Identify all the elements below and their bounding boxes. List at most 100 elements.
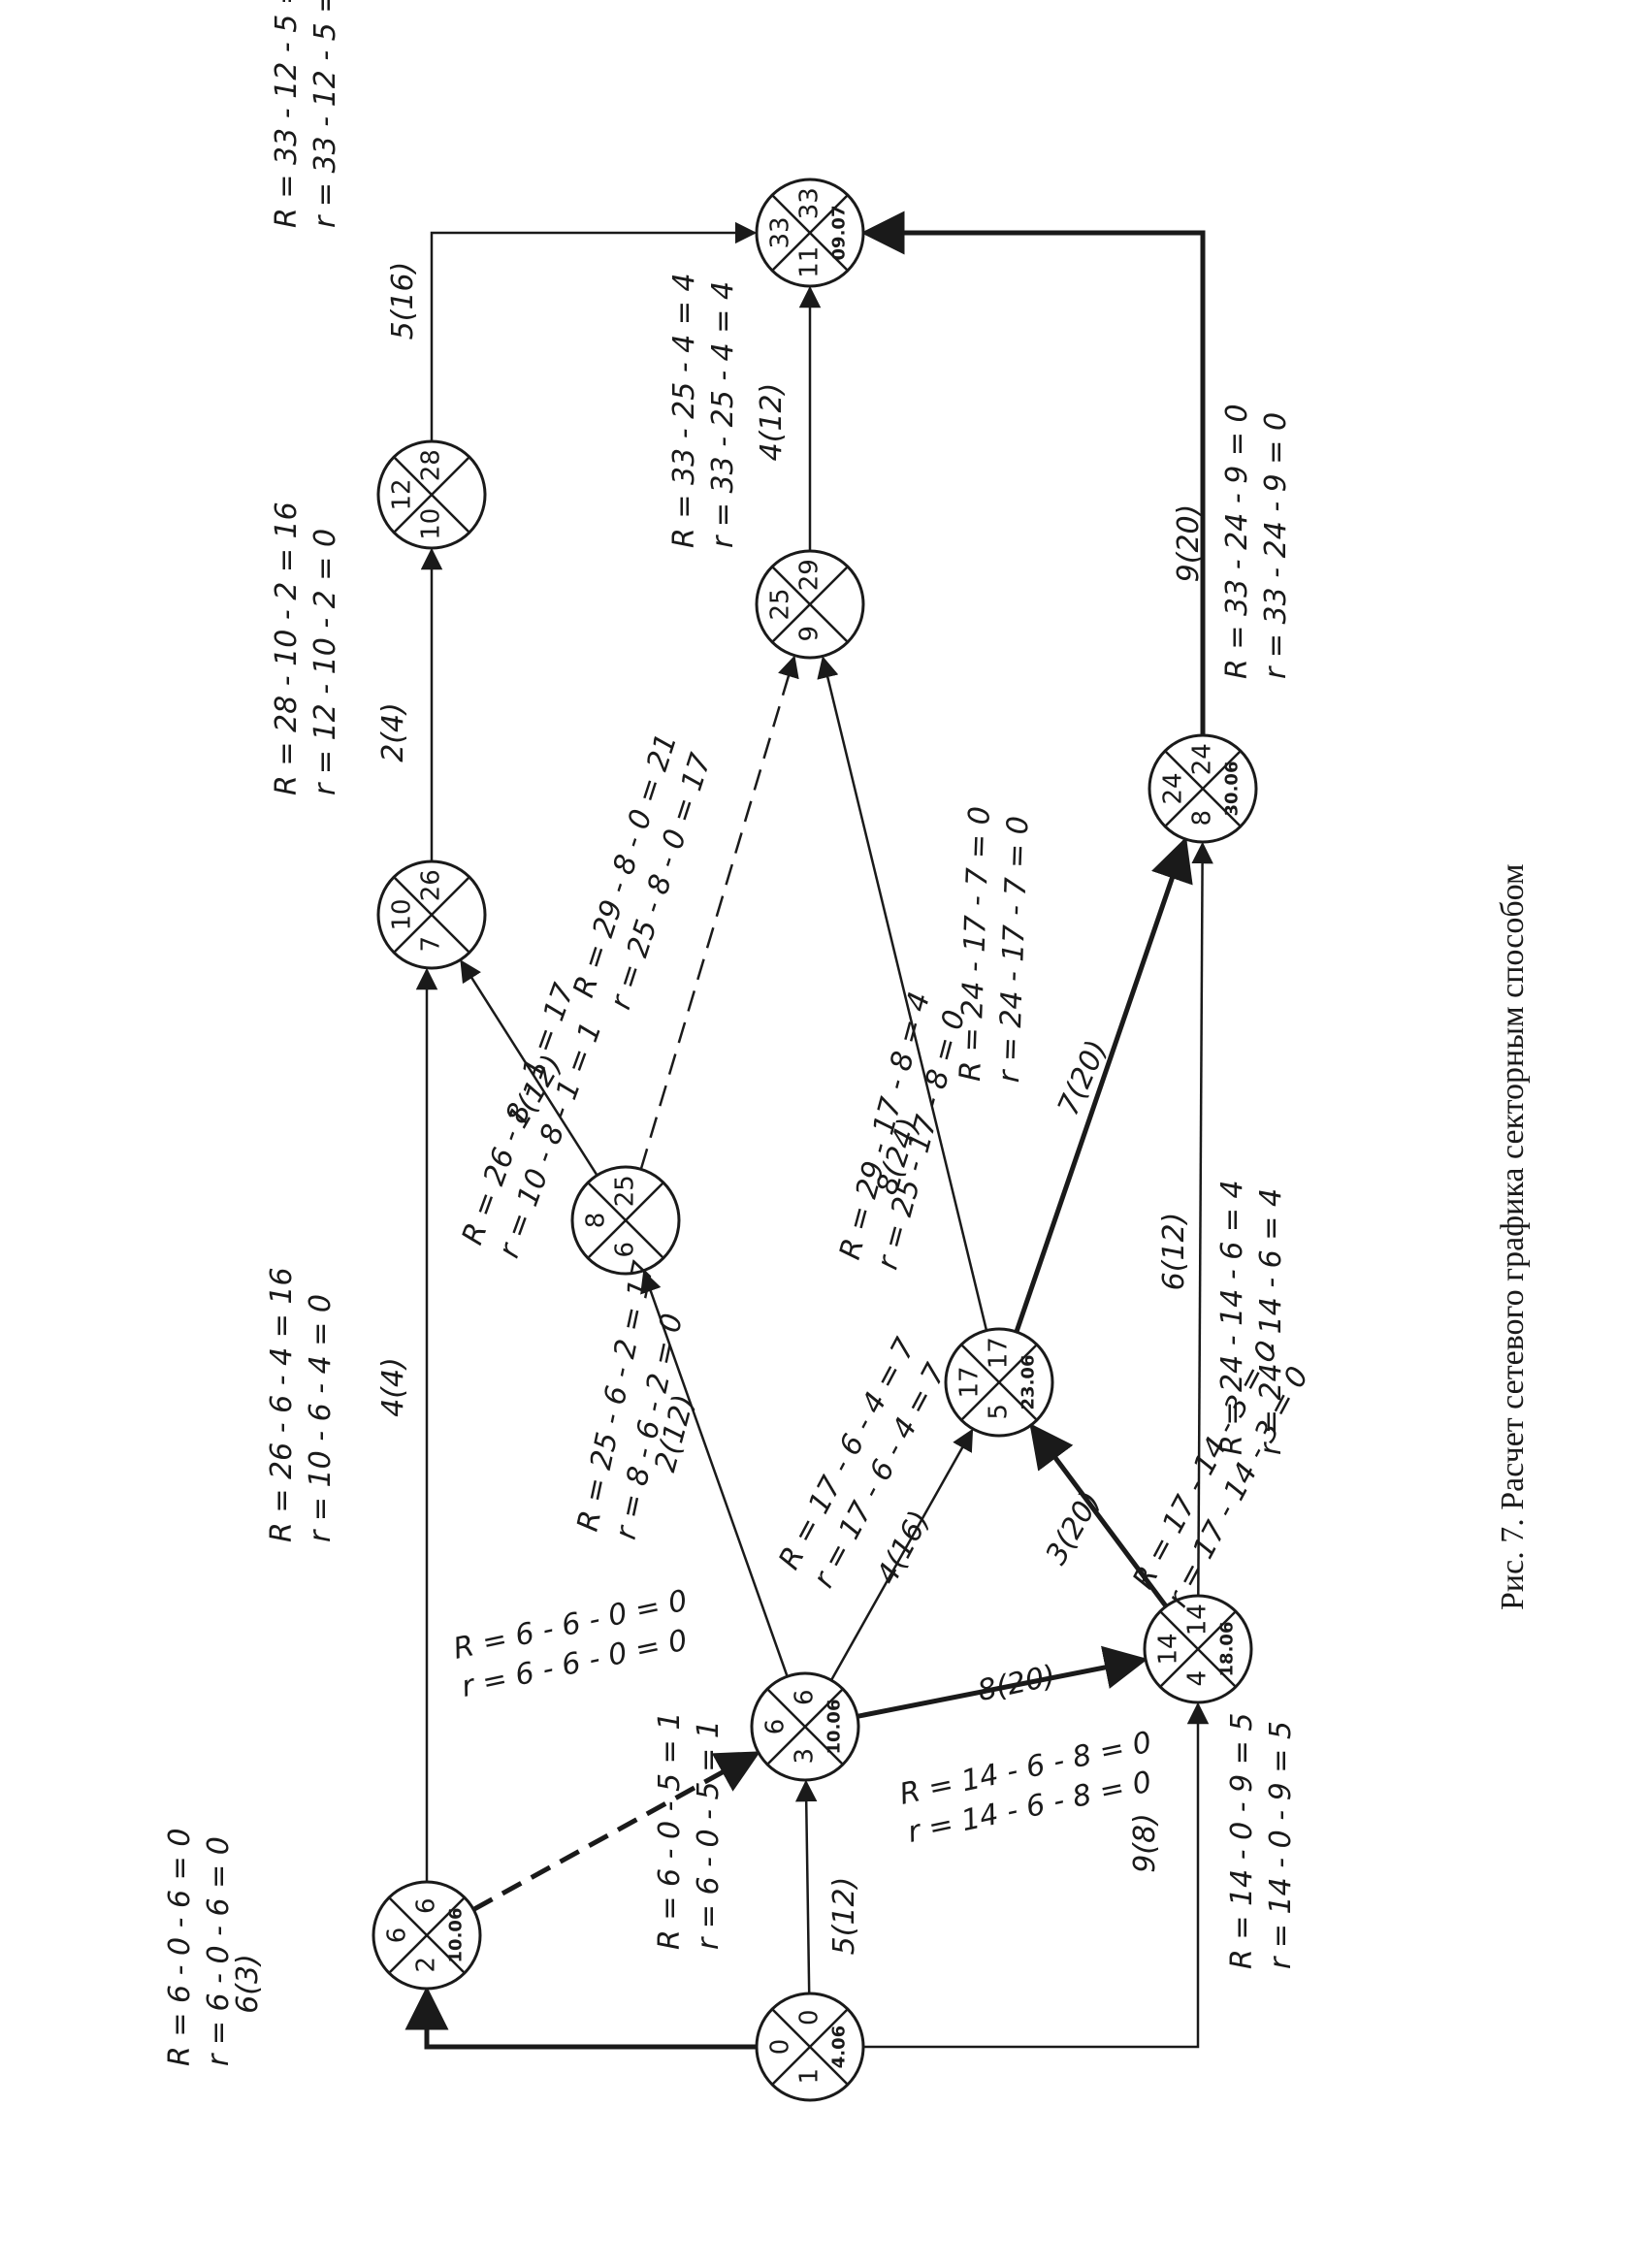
- free-float-formula: r = 24 - 14 - 6 = 4: [1254, 1188, 1288, 1455]
- edge-label-1-3: 5(12): [827, 1877, 861, 1956]
- node-sector-left: 2: [412, 1957, 441, 1973]
- reserve-annotation-e3-5: R = 17 - 6 - 4 = 7r = 17 - 6 - 4 = 7: [772, 1333, 953, 1594]
- node-sector-bottom: 18.06: [1216, 1622, 1237, 1677]
- figure-caption: Рис. 7. Расчет сетевого графика секторны…: [1495, 864, 1531, 1611]
- free-float-formula: r = 14 - 0 - 9 = 5: [1264, 1721, 1298, 1969]
- total-float-formula: R = 33 - 24 - 9 = 0: [1220, 404, 1254, 679]
- free-float-formula: r = 33 - 12 - 5 = 16: [308, 0, 342, 228]
- edge-label-1-2: 6(3): [231, 1954, 265, 2014]
- edge-label-2-7: 4(4): [376, 1357, 410, 1417]
- edge-5-9: [817, 656, 988, 1331]
- edge-5-8: [1014, 836, 1193, 1333]
- edge-label-9-11: 4(12): [755, 383, 789, 462]
- sector-divider: [1159, 1610, 1237, 1688]
- edge-label-3-4: 8(20): [975, 1659, 1058, 1708]
- reserve-annotation-e3-4: R = 14 - 6 - 8 = 0r = 14 - 6 - 8 = 0: [896, 1726, 1154, 1850]
- sector-divider: [1164, 750, 1242, 827]
- edge-label-1-4: 9(8): [1128, 1813, 1162, 1873]
- node-sector-top: 14: [1153, 1633, 1182, 1665]
- node-sector-top: 6: [760, 1719, 790, 1735]
- free-float-formula: r = 6 - 0 - 6 = 0: [202, 1836, 236, 2066]
- total-float-formula: R = 26 - 6 - 4 = 16: [265, 1267, 299, 1542]
- reserve-annotation-e5-8: R = 24 - 17 - 7 = 0r = 24 - 17 - 7 = 0: [954, 806, 1036, 1084]
- node-sector-top: 24: [1158, 772, 1187, 804]
- node-sector-top: 33: [765, 216, 794, 248]
- node-sector-right: 6: [412, 1897, 441, 1914]
- node-sector-top: 8: [581, 1213, 610, 1229]
- node-sector-top: 12: [387, 478, 416, 510]
- edge-3-6: [640, 1270, 789, 1677]
- edge-4-5: [1029, 1423, 1169, 1608]
- node-sector-left: 4: [1183, 1670, 1212, 1687]
- edge-1-3: [794, 1779, 818, 1994]
- free-float-formula: r = 24 - 17 - 7 = 0: [992, 816, 1036, 1084]
- free-float-formula: r = 12 - 10 - 2 = 0: [308, 529, 342, 795]
- node-sector-right: 28: [417, 449, 446, 481]
- node-sector-right: 0: [795, 2009, 824, 2025]
- node-sector-right: 33: [795, 187, 824, 219]
- sector-divider: [587, 1182, 664, 1259]
- node-sector-top: 25: [765, 588, 794, 620]
- edge-label-8-11: 9(20): [1172, 504, 1206, 583]
- node-sector-right: 24: [1188, 743, 1217, 775]
- sector-divider: [771, 194, 849, 272]
- total-float-formula: R = 6 - 0 - 6 = 0: [163, 1829, 197, 2066]
- total-float-formula: R = 6 - 0 - 5 = 1: [653, 1712, 687, 1950]
- free-float-formula: r = 10 - 6 - 4 = 0: [304, 1294, 338, 1542]
- edge-label-7-10: 2(4): [376, 702, 410, 762]
- free-float-formula: r = 33 - 25 - 4 = 4: [706, 281, 740, 548]
- node-sector-bottom: 09.07: [828, 206, 849, 261]
- node-sector-right: 29: [795, 559, 824, 591]
- edge-label-4-8: 6(12): [1157, 1213, 1191, 1291]
- edge-6-9: [639, 655, 799, 1170]
- sector-divider: [393, 456, 470, 534]
- node-sector-top: 10: [387, 898, 416, 930]
- sector-divider: [771, 2008, 849, 2086]
- sector-divider: [960, 1344, 1038, 1421]
- edges-layer: [404, 211, 1213, 2050]
- sector-divider: [388, 1896, 466, 1974]
- reserve-annotation-e6-9: R = 29 - 8 - 0 = 21r = 25 - 8 - 0 = 17: [566, 729, 718, 1014]
- edge-4-8: [1191, 841, 1213, 1597]
- node-sector-right: 6: [791, 1689, 820, 1705]
- total-float-formula: R = 14 - 0 - 9 = 5: [1225, 1713, 1259, 1970]
- node-sector-left: 9: [795, 626, 824, 642]
- node-sector-left: 5: [985, 1404, 1014, 1420]
- reserve-annotation-e2-3: R = 6 - 6 - 0 = 0r = 6 - 6 - 0 = 0: [450, 1584, 690, 1704]
- node-sector-left: 7: [417, 936, 446, 953]
- edge-1-4: [863, 1701, 1210, 2049]
- node-sector-left: 8: [1188, 810, 1217, 826]
- node-sector-bottom: 23.06: [1018, 1355, 1038, 1410]
- node-sector-left: 1: [795, 2068, 824, 2085]
- node-sector-left: 3: [791, 1748, 820, 1765]
- edge-3-5: [829, 1428, 974, 1681]
- total-float-formula: R = 28 - 10 - 2 = 16: [270, 502, 304, 795]
- sector-divider: [393, 876, 470, 954]
- node-sector-bottom: 10.06: [445, 1908, 466, 1963]
- total-float-formula: R = 33 - 12 - 5 = 16: [270, 0, 304, 228]
- labels-layer: 6(3)5(12)9(8)4(4)8(20)4(16)2(12)3(20)6(1…: [163, 0, 1316, 2066]
- free-float-formula: r = 6 - 0 - 5 = 1: [692, 1720, 726, 1950]
- edge-label-10-11: 5(16): [386, 262, 420, 340]
- node-sector-left: 11: [795, 246, 824, 278]
- node-sector-top: 17: [954, 1366, 984, 1398]
- edge-10-11: [430, 221, 758, 441]
- node-sector-bottom: 30.06: [1221, 761, 1242, 817]
